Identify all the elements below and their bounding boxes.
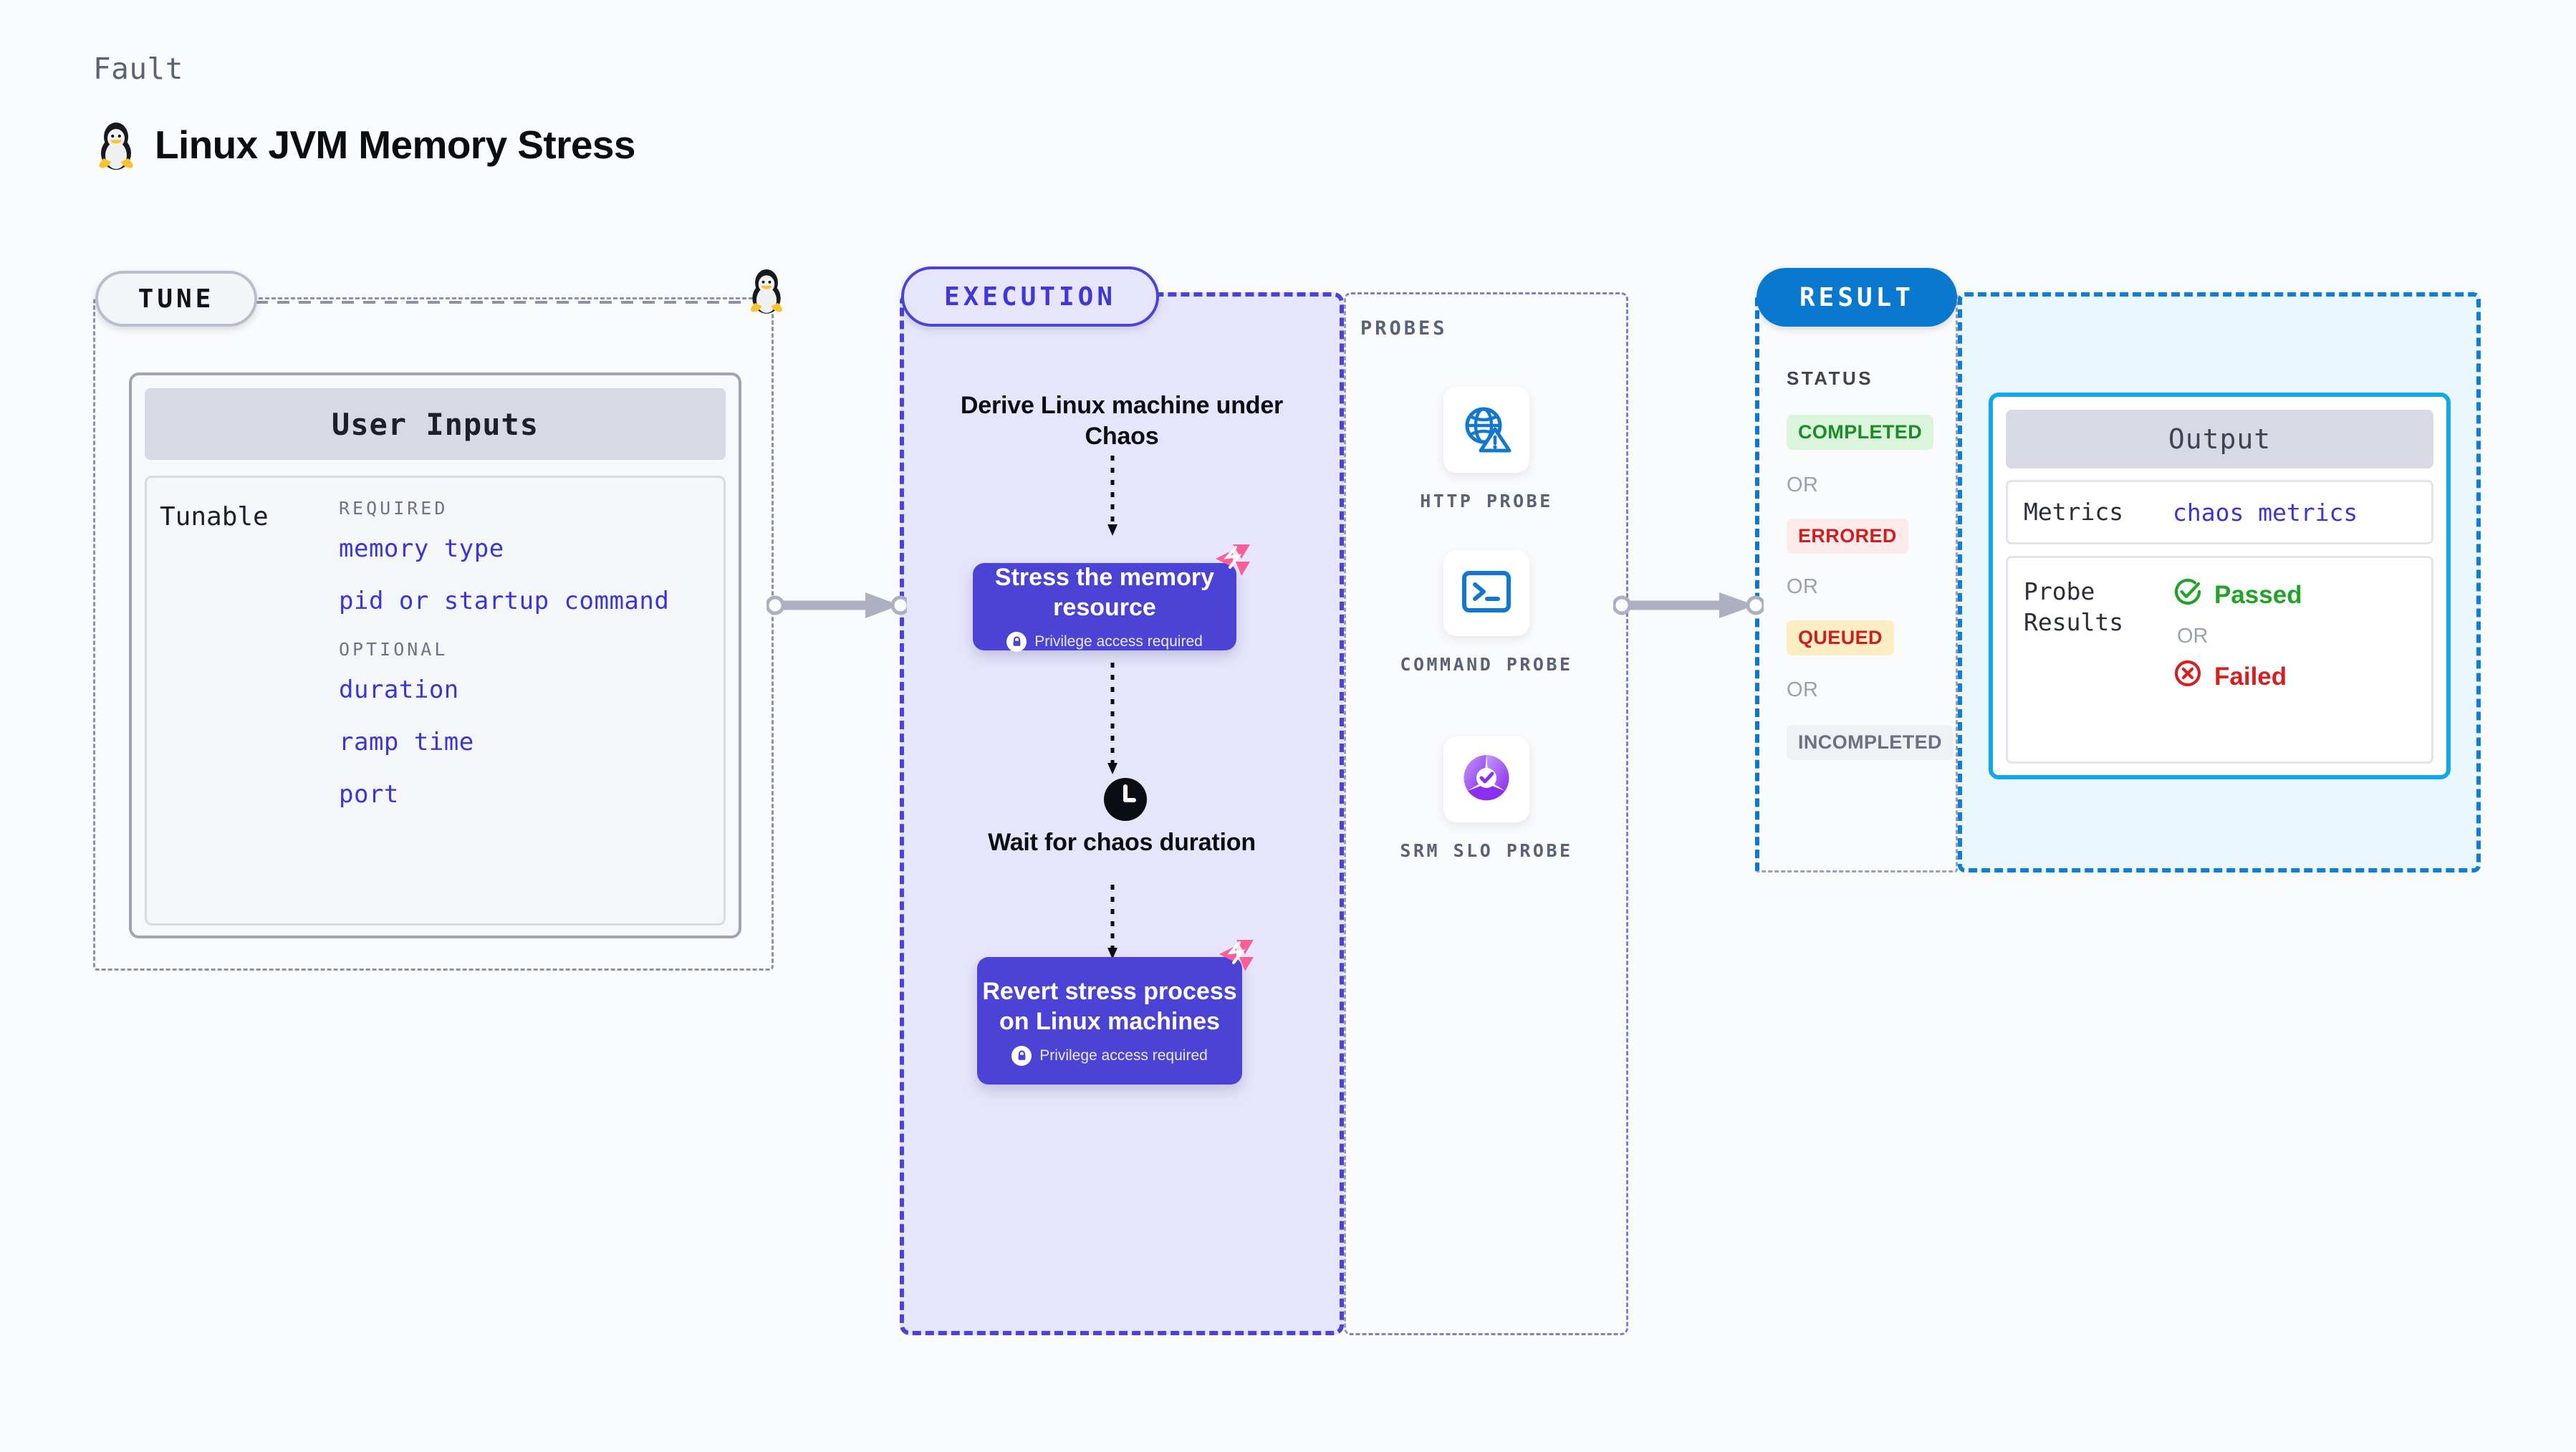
- fault-kicker-label: Fault: [93, 52, 183, 86]
- execution-step-wait-label: Wait for chaos duration: [988, 829, 1256, 856]
- execution-step-revert-box[interactable]: Revert stress process on Linux machines …: [977, 957, 1242, 1085]
- probe-srm-slo-label: SRM SLO PROBE: [1400, 840, 1573, 861]
- verdict-failed: Failed: [2173, 658, 2302, 695]
- verdict-passed-label: Passed: [2214, 580, 2302, 609]
- tux-penguin-icon: [93, 118, 139, 171]
- verdict-passed: Passed: [2173, 577, 2302, 613]
- connector-tune-to-execution: [765, 590, 910, 625]
- probe-srm-slo[interactable]: SRM SLO PROBE: [1397, 736, 1576, 864]
- status-badge-incompleted: INCOMPLETED: [1787, 725, 1953, 760]
- status-badge-completed: COMPLETED: [1787, 415, 1934, 450]
- probe-results-verdicts: Passed OR Failed: [2173, 577, 2302, 761]
- probes-section-label: PROBES: [1360, 317, 1448, 340]
- probe-command-tile[interactable]: [1443, 550, 1529, 636]
- status-or-1: OR: [1787, 473, 1819, 496]
- probe-http-label: HTTP PROBE: [1420, 491, 1553, 511]
- tunable-item-duration[interactable]: duration: [339, 675, 459, 704]
- user-inputs-card: User Inputs Tunable REQUIRED memory type…: [129, 372, 741, 938]
- tunable-label: Tunable: [160, 502, 269, 532]
- status-or-3: OR: [1787, 678, 1819, 701]
- result-section-pill[interactable]: RESULT: [1756, 268, 1957, 327]
- execution-step-stress-label: Stress the memory resource: [994, 563, 1215, 622]
- terminal-prompt-icon: [1461, 569, 1512, 617]
- lock-icon: [1006, 631, 1027, 652]
- status-badge-queued: QUEUED: [1787, 620, 1894, 655]
- flow-arrow-1: [1105, 456, 1120, 544]
- tunable-group-title-required: REQUIRED: [339, 498, 448, 519]
- probe-srm-slo-tile[interactable]: [1443, 736, 1529, 822]
- check-circle-icon: [2173, 577, 2203, 613]
- connector-probes-to-result: [1612, 590, 1766, 625]
- status-badge-errored: ERRORED: [1787, 519, 1908, 554]
- execution-step-derive-label: Derive Linux machine under Chaos: [960, 392, 1284, 450]
- privilege-row-stress: Privilege access required: [1006, 631, 1203, 652]
- tunable-item-pid-or-startup-command[interactable]: pid or startup command: [339, 587, 670, 615]
- tunable-item-ramp-time[interactable]: ramp time: [339, 728, 474, 756]
- tune-panel: [93, 297, 774, 971]
- clock-icon: [1103, 777, 1148, 825]
- probe-http[interactable]: HTTP PROBE: [1397, 387, 1576, 514]
- result-panel: [1755, 292, 1958, 872]
- lock-icon: [1011, 1045, 1032, 1066]
- probe-command[interactable]: COMMAND PROBE: [1397, 550, 1576, 678]
- metrics-value[interactable]: chaos metrics: [2173, 498, 2358, 527]
- flow-arrow-2: [1105, 663, 1120, 781]
- metrics-key: Metrics: [2024, 497, 2124, 526]
- execution-step-stress-box[interactable]: Stress the memory resource Privilege acc…: [973, 563, 1236, 652]
- status-or-2: OR: [1787, 575, 1819, 598]
- tune-section-pill[interactable]: TUNE: [95, 271, 257, 327]
- page-title: Linux JVM Memory Stress: [155, 122, 635, 167]
- privilege-text-stress: Privilege access required: [1034, 633, 1203, 650]
- verdict-or: OR: [2177, 625, 2209, 648]
- status-label: STATUS: [1787, 367, 1874, 389]
- tunable-item-memory-type[interactable]: memory type: [339, 534, 504, 563]
- probe-results-key: Probe Results: [2024, 577, 2124, 636]
- tunable-group-title-optional: OPTIONAL: [339, 639, 448, 660]
- probe-http-tile[interactable]: [1443, 387, 1529, 473]
- tux-penguin-marker-icon: [745, 265, 788, 319]
- globe-warning-icon: [1461, 403, 1512, 457]
- probe-command-label: COMMAND PROBE: [1400, 654, 1573, 675]
- probe-results-row: Probe Results Passed OR: [2006, 556, 2433, 764]
- fault-injection-badge-icon: [1218, 938, 1255, 976]
- execution-section-pill[interactable]: EXECUTION: [901, 266, 1159, 327]
- output-title: Output: [2006, 410, 2433, 468]
- user-inputs-title: User Inputs: [145, 388, 726, 460]
- privilege-text-revert: Privilege access required: [1039, 1047, 1208, 1064]
- slo-donut-check-icon: [1461, 752, 1512, 807]
- tunable-item-port[interactable]: port: [339, 780, 399, 809]
- tune-connector-dash: [256, 297, 750, 309]
- flow-arrow-3: [1105, 885, 1120, 966]
- output-card: Output Metrics chaos metrics Probe Resul…: [1989, 393, 2451, 779]
- x-circle-icon: [2173, 658, 2203, 695]
- tunable-groups: REQUIRED memory type pid or startup comm…: [339, 498, 716, 923]
- privilege-row-revert: Privilege access required: [1011, 1045, 1208, 1066]
- execution-step-revert-label: Revert stress process on Linux machines: [982, 977, 1237, 1036]
- fault-injection-badge-icon: [1214, 543, 1251, 581]
- metrics-row: Metrics chaos metrics: [2006, 480, 2433, 544]
- tunable-box: Tunable REQUIRED memory type pid or star…: [145, 476, 726, 925]
- page-title-row: Linux JVM Memory Stress: [93, 118, 635, 171]
- verdict-failed-label: Failed: [2214, 662, 2287, 691]
